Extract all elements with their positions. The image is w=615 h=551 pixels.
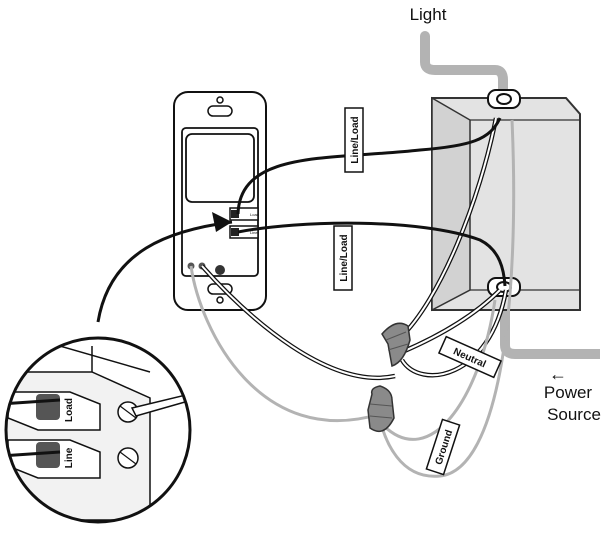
power-source-arrow: ← (549, 364, 567, 384)
terminal-line-label: Line (64, 447, 75, 468)
ground-tag: Ground (425, 418, 461, 476)
electrical-box (431, 96, 581, 312)
line-load-tag-lower: Line/Load (333, 225, 353, 291)
smart-switch: Load Line (173, 91, 267, 311)
terminal-zoom-inset: Load Line (4, 336, 192, 524)
line-load-upper-label: Line/Load (350, 116, 361, 163)
power-source-label-line1: Power (544, 383, 593, 402)
light-label: Light (410, 5, 447, 24)
line-load-tag-upper: Line/Load (344, 107, 364, 173)
switch-load-mini-label: Load (250, 212, 259, 217)
top-cable-clamp (487, 89, 521, 109)
line-arrow-head (212, 212, 232, 232)
terminal-load-label: Load (64, 398, 75, 422)
light-conduit (420, 31, 508, 97)
switch-line-mini-label: Line (250, 230, 258, 235)
neutral-ground-wires (189, 117, 516, 478)
neutral-wire-nut (381, 322, 411, 367)
ground-wire-nut (367, 385, 395, 433)
line-load-lower-label: Line/Load (339, 234, 350, 281)
power-source-label-line2: Source (547, 405, 601, 424)
line-load-wires (96, 117, 507, 323)
